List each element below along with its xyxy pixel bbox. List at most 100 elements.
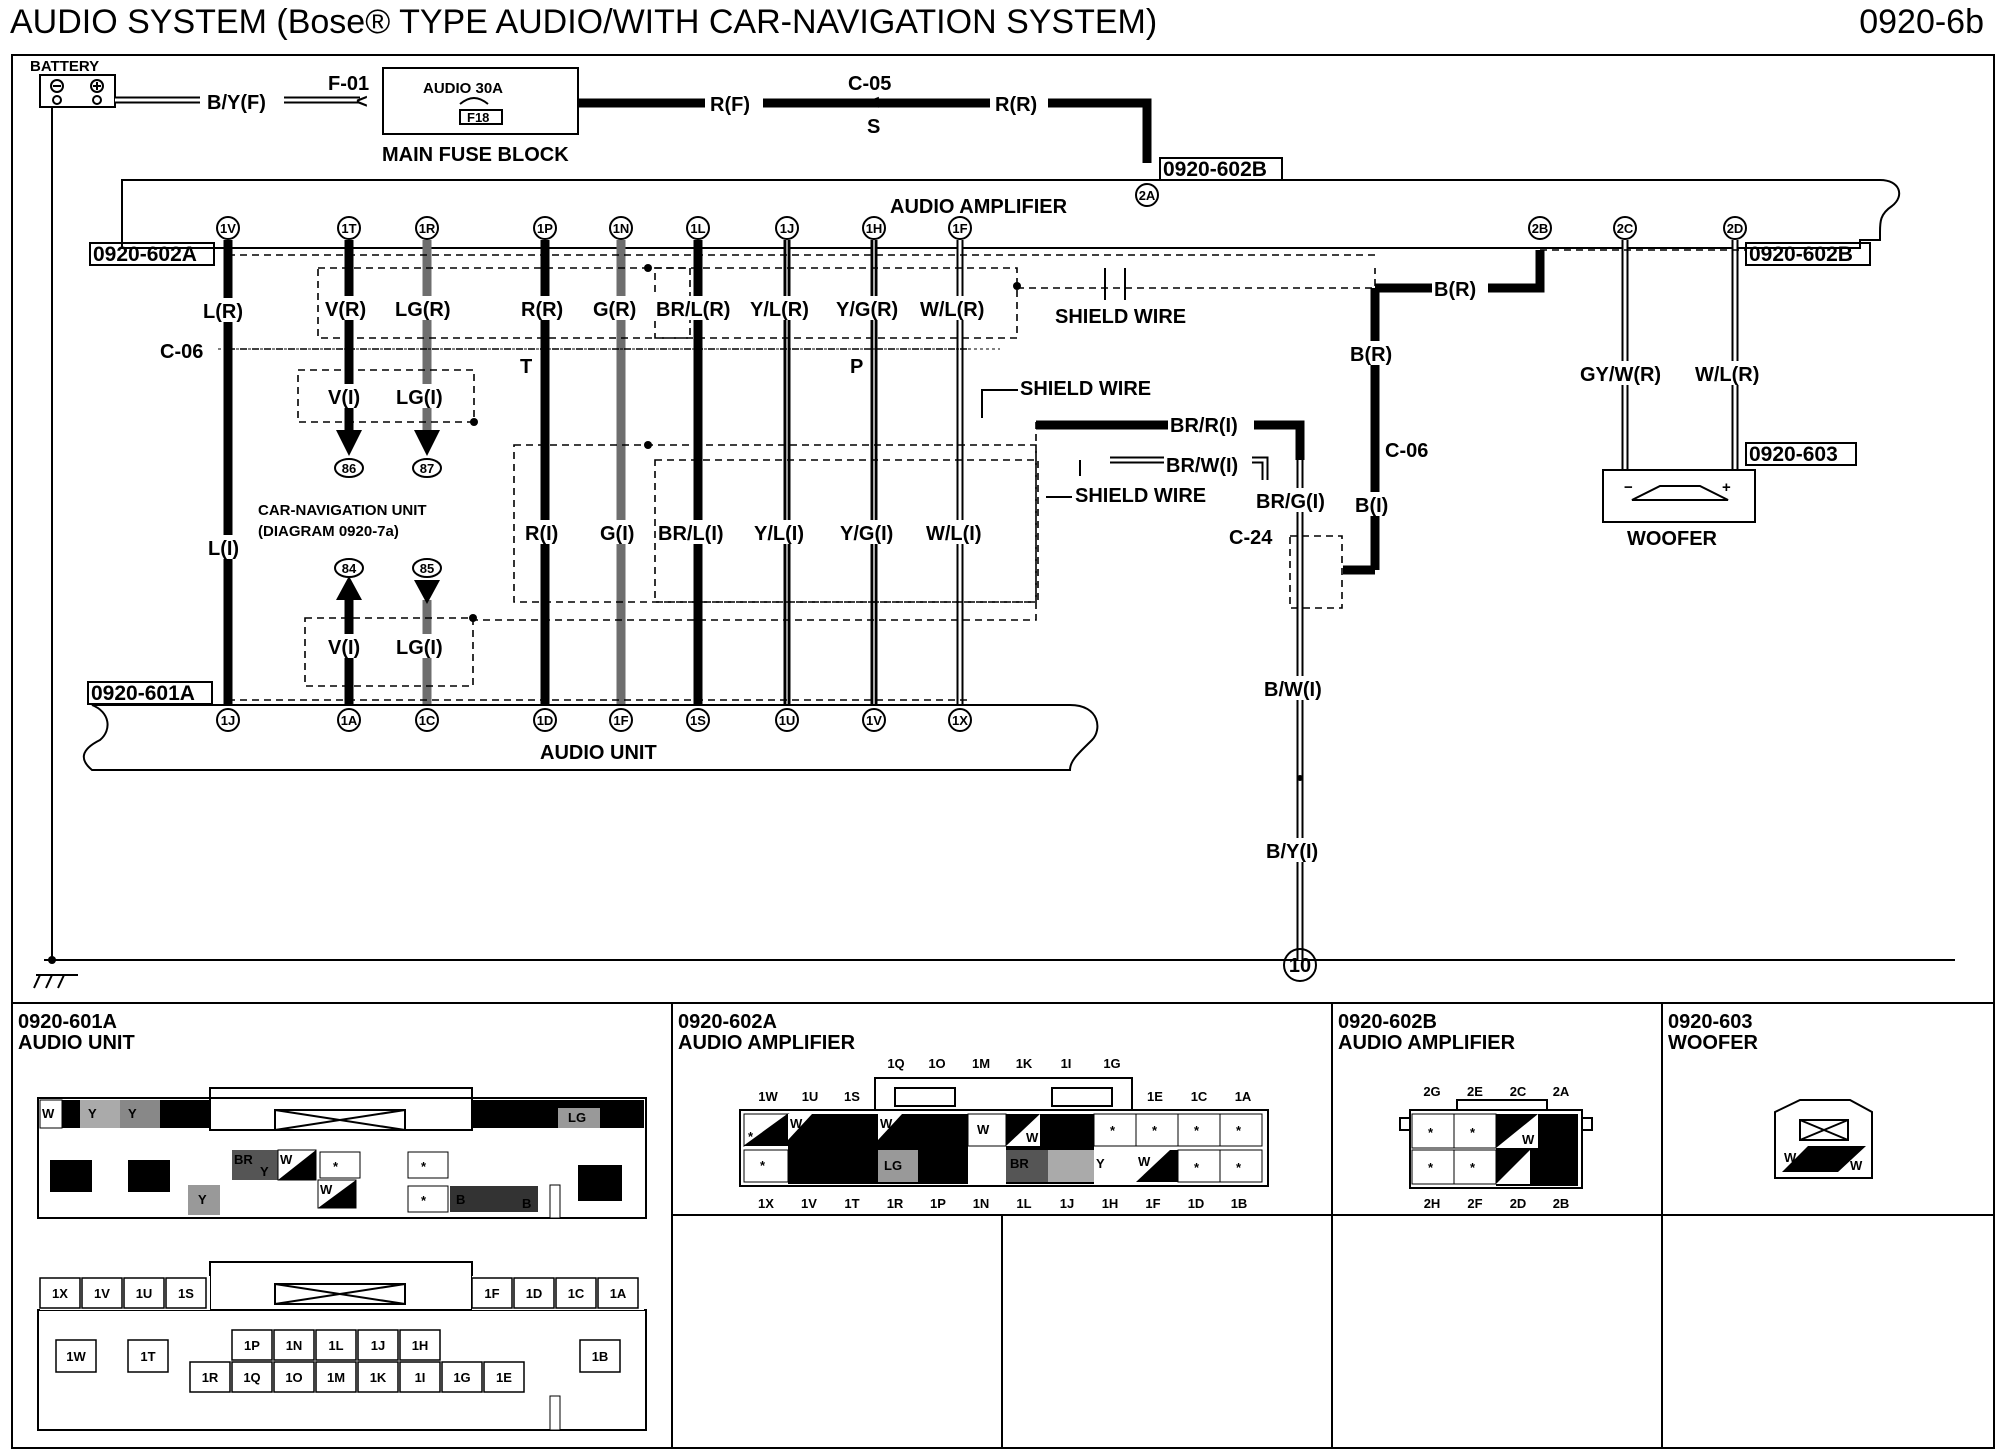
p601a-pin-1w-label: 1W [66,1349,86,1364]
svg-text:B: B [304,1164,313,1179]
p602a-label-1o: 1O [928,1056,945,1071]
p602b-label-2f: 2F [1467,1196,1482,1211]
svg-text:Y: Y [198,1192,207,1207]
p602a-label-1s: 1S [844,1089,860,1104]
svg-text:*: * [421,1159,427,1174]
ref-603 [1745,442,1857,466]
svg-text:WOOFER: WOOFER [1668,1032,1759,1054]
wire-label-rr-sp: R(R) [521,299,563,321]
p601a-pin-1q [231,1361,273,1393]
p601a-pin-1v-label: 1V [94,1286,110,1301]
p602b-label-2g: 2G [1423,1084,1440,1099]
svg-text:W: W [977,1122,990,1137]
p602a-label-1r: 1R [887,1196,904,1211]
p601a-pin-1o-label: 1O [285,1370,302,1385]
svg-text:B: B [522,1196,531,1211]
p601a-pin-1b [579,1339,621,1373]
amp-pin-1v [216,216,240,240]
p602a-label-1w: 1W [758,1089,778,1104]
p601a-pin-1e [483,1361,525,1393]
svg-text:*: * [748,1129,754,1144]
arrow-up-icon [336,576,362,600]
amp-pin-1j-label: 1J [780,221,794,236]
svg-text:BR: BR [132,1168,151,1183]
wire-label-t: T [520,356,532,378]
wire-label-brwi: BR/W(I) [1166,455,1238,477]
arrow-down-icon [414,580,440,604]
svg-text:0920-603: 0920-603 [1668,1011,1753,1033]
svg-text:LG: LG [884,1158,902,1173]
amp-pin-1f-label: 1F [952,221,967,236]
p601a-pin-1x-label: 1X [52,1286,68,1301]
unit-pin-1a [337,708,361,732]
unit-pin-1v-label: 1V [866,713,882,728]
p601a-pin-1m [315,1361,357,1393]
p602a-label-1j: 1J [1060,1196,1074,1211]
p602a-label-1c: 1C [1191,1089,1208,1104]
svg-text:85: 85 [420,561,434,576]
unit-pin-1s-label: 1S [690,713,706,728]
shield-box-1 [317,267,691,339]
p601a-pin-1k-label: 1K [370,1370,387,1385]
amp-pin-2b-label: 2B [1532,221,1549,236]
unit-pin-1j-label: 1J [221,713,235,728]
page-number: 0920-6b [1859,3,1984,41]
audio-amplifier-body [121,179,1901,249]
svg-text:0920-601A: 0920-601A [18,1011,117,1033]
svg-text:0920-602B: 0920-602B [1749,243,1853,266]
p601a-pin-1s-label: 1S [178,1286,194,1301]
fuse-id: F18 [467,110,489,125]
svg-text:W: W [1500,1156,1513,1171]
p601a-pin-1w [55,1339,97,1373]
p601a-pin-1l [315,1329,357,1361]
wire-label-ygi: Y/G(I) [840,523,893,545]
amp-pin-1p [533,216,557,240]
p601a-pin-1d [513,1277,555,1309]
shield-wire-label-3: SHIELD WIRE [1075,485,1206,507]
wire-label-p: P [850,356,863,378]
svg-text:W: W [1850,1158,1863,1173]
wire-label-byi: B/Y(I) [1266,841,1318,863]
svg-text:W: W [1522,1132,1535,1147]
svg-text:*: * [1428,1160,1434,1175]
pin-2a [1135,183,1159,207]
panel-601a: 0920-601A AUDIO UNIT W Y Y BR LG B BR Y … [18,1011,647,1431]
unit-pin-1f [609,708,633,732]
p602a-label-1b: 1B [1231,1196,1248,1211]
svg-text:*: * [1194,1160,1200,1175]
woofer-connector-icon [1774,1099,1873,1179]
page-title: AUDIO SYSTEM (Bose® TYPE AUDIO/WITH CAR-… [10,3,1157,41]
svg-text:2A: 2A [1139,188,1156,203]
wire-label-bwi: B/W(I) [1264,679,1322,701]
svg-text:Y: Y [128,1106,137,1121]
p601a-pin-1g [441,1361,483,1393]
unit-pin-1j [216,708,240,732]
p602a-label-1h: 1H [1102,1196,1119,1211]
p601a-pin-1t-label: 1T [140,1349,155,1364]
svg-text:0920-602B: 0920-602B [1163,158,1267,181]
unit-pin-1f-label: 1F [613,713,628,728]
amp-pin-1r-label: 1R [419,221,436,236]
amp-pin-2d-label: 2D [1727,221,1744,236]
wire-label-gi: G(I) [600,523,634,545]
unit-pin-1a-label: 1A [341,713,358,728]
amp-pin-1n [609,216,633,240]
p601a-pin-1p-label: 1P [244,1338,260,1353]
main-fuse-block-label: MAIN FUSE BLOCK [382,144,569,166]
amp-pin-1t-label: 1T [341,221,356,236]
connector-c06-left: C-06 [160,341,203,363]
wire-label-byf: B/Y(F) [207,92,266,114]
p601a-pin-1i-label: 1I [415,1370,426,1385]
fuse-icon [459,97,489,105]
svg-text:87: 87 [420,461,434,476]
wire-label-bi: B(I) [1355,495,1388,517]
p601a-pin-1g-label: 1G [453,1370,470,1385]
wire-label-vi-bot: V(I) [328,637,360,659]
svg-text:W: W [880,1116,893,1131]
arrow-down-icon [336,430,362,456]
p602b-label-2c: 2C [1510,1084,1527,1099]
p602a-label-1t: 1T [844,1196,859,1211]
